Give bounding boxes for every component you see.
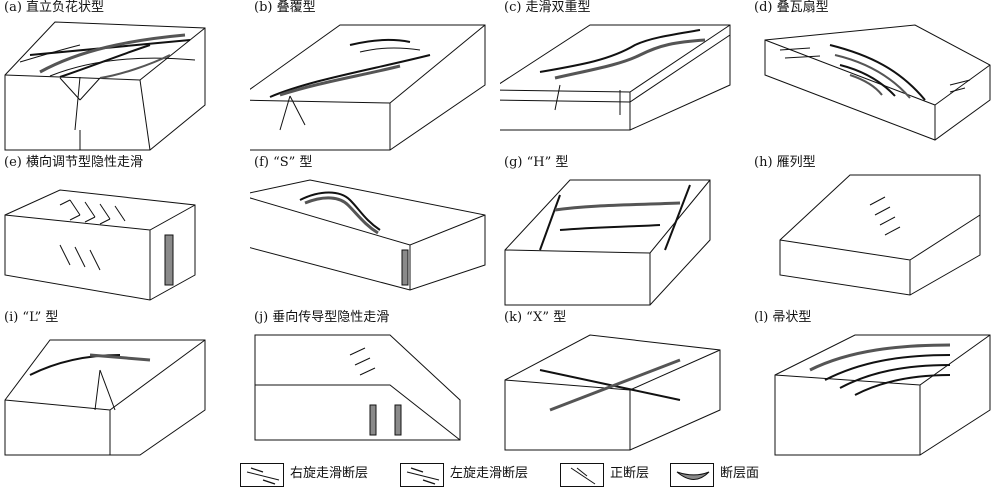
panel-label: (k) “X” 型 xyxy=(504,310,567,325)
panel-label: (c) 走滑双重型 xyxy=(504,0,591,15)
panel-label: (a) 直立负花状型 xyxy=(4,0,105,15)
block-diagram-h-type xyxy=(504,179,711,306)
panel-i: (i) “L” 型 xyxy=(0,310,250,465)
panel-label: (f) “S” 型 xyxy=(254,155,313,170)
block-diagram-negative-flower xyxy=(4,21,206,151)
panel-label: (g) “H” 型 xyxy=(504,155,569,170)
block-diagram-en-echelon xyxy=(779,174,981,296)
panel-d: (d) 叠瓦扇型 xyxy=(750,0,1000,155)
block-diagram-strike-slip-duplex xyxy=(500,24,731,131)
panel-g: (g) “H” 型 xyxy=(500,155,750,310)
block-diagram-vertical-transmission xyxy=(254,334,461,441)
block-diagram-x-type xyxy=(504,334,721,451)
panel-c: (c) 走滑双重型 xyxy=(500,0,750,155)
left-lateral-strike-slip-fault-icon xyxy=(400,463,444,487)
panel-k: (k) “X” 型 xyxy=(500,310,750,465)
panel-e: (e) 横向调节型隐性走滑 xyxy=(0,155,250,310)
right-lateral-strike-slip-fault-icon xyxy=(240,463,284,487)
legend-label: 右旋走滑断层 xyxy=(290,466,369,481)
panel-label: (i) “L” 型 xyxy=(4,310,59,325)
panel-l: (l) 帚状型 xyxy=(750,310,1000,465)
panel-h: (h) 雁列型 xyxy=(750,155,1000,310)
legend-label: 左旋走滑断层 xyxy=(450,466,529,481)
panel-label: (e) 横向调节型隐性走滑 xyxy=(4,155,143,170)
block-diagram-l-type xyxy=(4,339,206,456)
panel-label: (l) 帚状型 xyxy=(754,310,812,325)
block-diagram-transverse-accommodation xyxy=(4,189,196,301)
block-diagram-imbricate-fan xyxy=(764,24,991,141)
panel-label: (h) 雁列型 xyxy=(754,155,816,170)
panel-label: (d) 叠瓦扇型 xyxy=(754,0,829,15)
panel-j: (j) 垂向传导型隐性走滑 xyxy=(250,310,500,465)
panel-a: (a) 直立负花状型 xyxy=(0,0,250,155)
normal-fault-icon xyxy=(560,463,604,487)
panel-b: (b) 叠覆型 xyxy=(250,0,500,155)
legend: 右旋走滑断层 左旋走滑断层 正断层 断层面 xyxy=(240,461,775,489)
legend-label: 正断层 xyxy=(610,466,650,481)
block-diagram-s-type xyxy=(250,179,486,291)
panel-label: (j) 垂向传导型隐性走滑 xyxy=(254,310,390,325)
panel-f: (f) “S” 型 xyxy=(250,155,500,310)
block-diagram-brush-type xyxy=(774,334,991,456)
fault-plane-icon xyxy=(670,463,714,487)
legend-label: 断层面 xyxy=(720,466,760,481)
panel-label: (b) 叠覆型 xyxy=(254,0,316,15)
block-diagram-overlap xyxy=(250,24,486,151)
